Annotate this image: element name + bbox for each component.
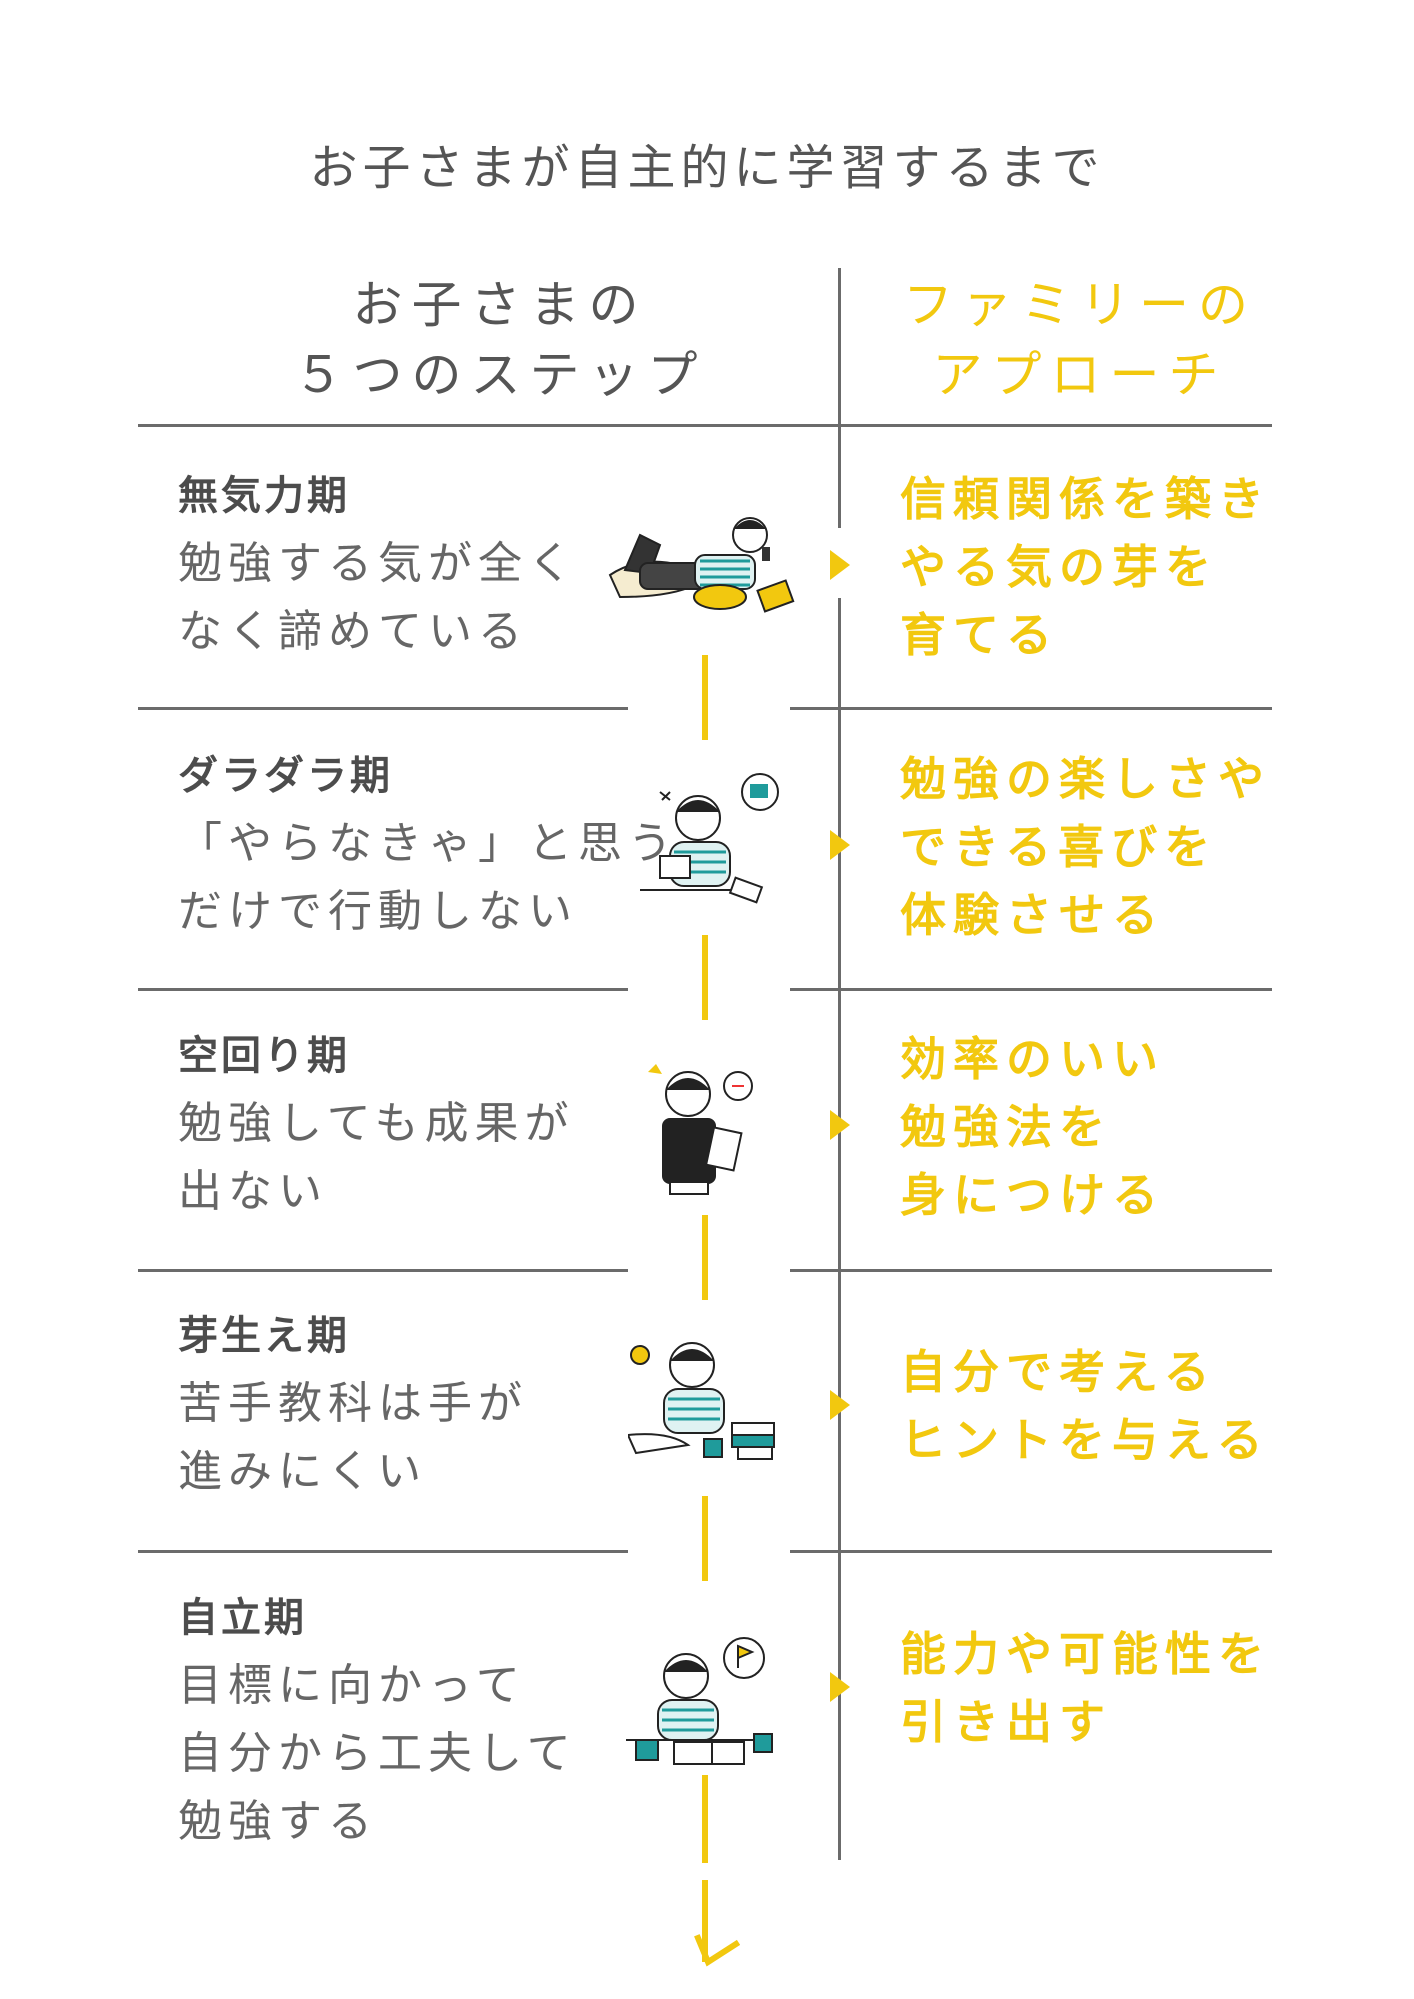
triangle-marker-icon bbox=[830, 550, 850, 580]
stage-description-line: 自分から工夫して bbox=[178, 1728, 577, 1779]
progress-dash bbox=[702, 1496, 708, 1581]
approach-line: 信頼関係を築き bbox=[900, 472, 1271, 526]
stage-description: 勉強する気が全く なく諦めている bbox=[178, 530, 578, 666]
stage-label: 無気力期 bbox=[178, 473, 350, 519]
triangle-marker-icon bbox=[830, 1110, 850, 1140]
triangle-marker-icon bbox=[830, 1390, 850, 1420]
stage-label: ダラダラ期 bbox=[178, 753, 393, 799]
page-title: お子さまが自主的に学習するまで bbox=[309, 140, 1105, 196]
approach-line: 引き出す bbox=[900, 1695, 1112, 1749]
approach-line: 身につける bbox=[900, 1168, 1165, 1222]
stage-description: 目標に向かって 自分から工夫して 勉強する bbox=[178, 1652, 577, 1856]
stage-description-line: 勉強しても成果が bbox=[178, 1098, 575, 1149]
row-rule-left bbox=[138, 1550, 628, 1553]
row-rule-right bbox=[790, 707, 1272, 710]
approach-line: 自分で考える bbox=[900, 1345, 1217, 1399]
stage-description-line: なく諦めている bbox=[178, 606, 528, 657]
progress-dash bbox=[702, 1775, 708, 1863]
stage-description-line: 「やらなきゃ」と思う bbox=[178, 818, 678, 869]
row-rule-left bbox=[138, 1269, 628, 1272]
triangle-marker-icon bbox=[830, 830, 850, 860]
row-rule-left bbox=[138, 707, 628, 710]
progress-dash bbox=[702, 1215, 708, 1300]
column-divider-lower bbox=[838, 598, 841, 1860]
column-divider-upper bbox=[838, 268, 841, 528]
approach-line: 体験させる bbox=[900, 888, 1165, 942]
stage-description-line: だけで行動しない bbox=[178, 886, 578, 937]
child-thinking-at-desk-icon bbox=[640, 773, 779, 904]
child-studying-with-lightbulb-icon bbox=[628, 1342, 775, 1460]
row-rule-right bbox=[790, 1550, 1272, 1553]
stage-description: 苦手教科は手が 進みにくい bbox=[178, 1370, 528, 1506]
approach-text: 信頼関係を築き やる気の芽を 育てる bbox=[900, 465, 1271, 669]
stage-label: 自立期 bbox=[178, 1595, 307, 1641]
triangle-marker-icon bbox=[830, 1672, 850, 1702]
stage-description-line: 進みにくい bbox=[178, 1446, 428, 1497]
steps-column-header: お子さまの ５つのステップ bbox=[240, 270, 760, 410]
progress-dash bbox=[702, 1880, 708, 1962]
approach-column-header: ファミリーの アプローチ bbox=[880, 270, 1280, 410]
approach-line: できる喜びを bbox=[900, 820, 1218, 874]
approach-text: 能力や可能性を 引き出す bbox=[900, 1620, 1271, 1756]
approach-line: 勉強法を bbox=[900, 1100, 1112, 1154]
child-studying-with-flag-goal-icon bbox=[626, 1637, 773, 1765]
progress-dash bbox=[702, 935, 708, 1020]
approach-line: 能力や可能性を bbox=[900, 1627, 1271, 1681]
steps-header-line-2: ５つのステップ bbox=[293, 346, 707, 404]
approach-text: 自分で考える ヒントを与える bbox=[900, 1338, 1270, 1474]
approach-line: 勉強の楽しさや bbox=[900, 752, 1271, 806]
approach-header-line-1: ファミリーの bbox=[903, 276, 1257, 334]
stage-description: 「やらなきゃ」と思う だけで行動しない bbox=[178, 810, 678, 946]
approach-line: やる気の芽を bbox=[900, 540, 1218, 594]
stage-description-line: 出ない bbox=[178, 1166, 328, 1217]
header-rule bbox=[138, 424, 1272, 427]
child-lying-with-phone-icon bbox=[608, 517, 795, 613]
steps-header-line-1: お子さまの bbox=[352, 276, 648, 334]
approach-header-line-2: アプローチ bbox=[932, 346, 1228, 404]
stage-description-line: 苦手教科は手が bbox=[178, 1378, 528, 1429]
approach-line: ヒントを与える bbox=[900, 1413, 1270, 1467]
approach-line: 育てる bbox=[900, 608, 1059, 662]
progress-dash bbox=[702, 655, 708, 740]
row-rule-left bbox=[138, 988, 628, 991]
arrow-down-icon bbox=[694, 1934, 740, 1967]
stage-description-line: 目標に向かって bbox=[178, 1660, 526, 1711]
row-rule-right bbox=[790, 1269, 1272, 1272]
approach-text: 効率のいい 勉強法を 身につける bbox=[900, 1025, 1165, 1229]
stage-label: 空回り期 bbox=[178, 1033, 350, 1079]
row-rule-right bbox=[790, 988, 1272, 991]
stage-description-line: 勉強する気が全く bbox=[178, 538, 578, 589]
stage-label: 芽生え期 bbox=[178, 1313, 350, 1359]
approach-text: 勉強の楽しさや できる喜びを 体験させる bbox=[900, 745, 1271, 949]
child-holding-test-paper-icon bbox=[648, 1064, 753, 1195]
approach-line: 効率のいい bbox=[900, 1032, 1165, 1086]
stage-description: 勉強しても成果が 出ない bbox=[178, 1090, 574, 1226]
stage-description-line: 勉強する bbox=[178, 1796, 378, 1847]
